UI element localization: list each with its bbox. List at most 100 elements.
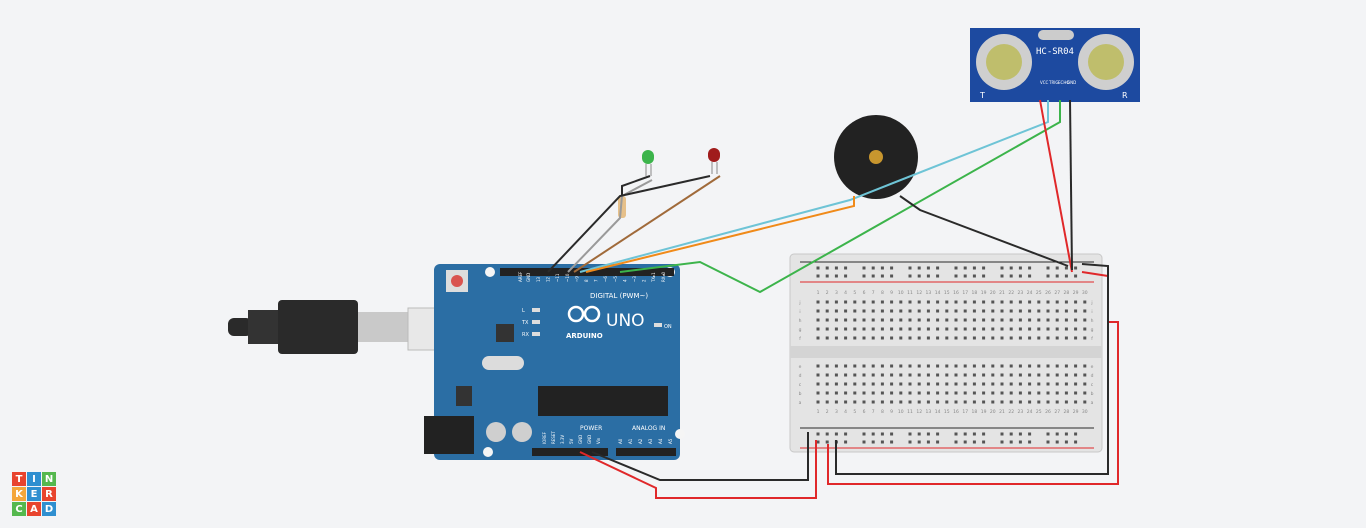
bb-col-18: 18 [972, 409, 978, 415]
crystal [482, 356, 524, 370]
on-led-label: ON [664, 324, 672, 330]
bb-col-17: 17 [962, 290, 968, 296]
bb-col-14: 14 [935, 409, 941, 415]
analog-pin-label: A2 [638, 438, 643, 444]
bb-col-18: 18 [972, 290, 978, 296]
power-pin-label: GND [578, 435, 583, 444]
power-pin-label: RESET [551, 431, 556, 444]
bb-col-3: 3 [835, 290, 838, 296]
logo-letter-7: C [12, 502, 26, 516]
bb-row-i: i [1091, 309, 1092, 315]
bb-col-11: 11 [907, 409, 913, 415]
wire-gray-led [567, 179, 653, 273]
wire-red-5v [579, 440, 817, 499]
bb-row-c: c [799, 383, 802, 388]
digital-pin-label: 13 [536, 276, 541, 282]
digital-label: DIGITAL (PWM~) [590, 292, 648, 300]
bb-col-6: 6 [863, 290, 866, 296]
bb-col-23: 23 [1018, 409, 1024, 415]
wire-orange-buzzer [585, 196, 855, 273]
usb-chip [496, 324, 514, 342]
power-label: POWER [580, 425, 602, 432]
bb-row-b: b [799, 391, 802, 397]
analog-pin-label: A1 [628, 438, 633, 444]
wire-black-gnd [1069, 99, 1073, 271]
power-jack[interactable] [424, 416, 474, 454]
center-channel [790, 346, 1102, 358]
bb-col-5: 5 [853, 290, 856, 296]
bb-row-i: i [799, 309, 800, 315]
bb-row-a: a [799, 401, 802, 406]
breadboard[interactable]: 1122334455667788991010111112121313141415… [789, 253, 1103, 453]
bb-col-15: 15 [944, 290, 950, 296]
digital-pin-label: 2 [642, 279, 647, 282]
bb-row-j: j [798, 300, 800, 306]
bb-row-g: g [1091, 328, 1094, 333]
bb-col-21: 21 [999, 290, 1005, 296]
bb-col-16: 16 [953, 290, 959, 296]
bb-col-23: 23 [1018, 290, 1024, 296]
bb-row-g: g [799, 328, 802, 333]
green-led[interactable] [642, 150, 654, 176]
red-led[interactable] [708, 148, 720, 174]
analog-pin-label: A3 [648, 438, 653, 444]
analog-pin-label: A5 [668, 438, 673, 444]
power-header [532, 448, 608, 456]
digital-pin-label: 4 [622, 279, 627, 282]
bb-row-f: f [799, 336, 801, 342]
usb-cable[interactable] [228, 300, 469, 354]
capacitor-1 [486, 422, 506, 442]
wire-black-resistor [621, 175, 651, 196]
sensor-t: T [979, 91, 985, 100]
arduino-board[interactable]: DIGITAL (PWM~) ARDUINO UNO ON POWER ANAL… [424, 264, 685, 460]
bb-col-14: 14 [935, 290, 941, 296]
bb-col-9: 9 [890, 409, 893, 415]
wire-black-led [547, 175, 711, 273]
bb-col-12: 12 [916, 290, 922, 296]
sensor-pin-trig: TRIG [1048, 80, 1059, 85]
logo-letter-6: R [42, 487, 56, 501]
bb-row-d: d [799, 373, 802, 379]
bb-col-21: 21 [999, 409, 1005, 415]
bb-col-24: 24 [1027, 409, 1033, 415]
bb-row-c: c [1091, 383, 1094, 388]
digital-pin-label: ~6 [603, 276, 608, 282]
analog-header [616, 448, 676, 456]
digital-pin-label: ~10 [565, 273, 570, 282]
capacitor-2 [512, 422, 532, 442]
bb-col-6: 6 [863, 409, 866, 415]
ultrasonic-sensor[interactable]: HC-SR04 T R VCC TRIG ECHO GND [970, 28, 1140, 102]
bb-col-9: 9 [890, 290, 893, 296]
logo-letter-1: T [12, 472, 26, 486]
gnd-pin-label: GND [526, 273, 531, 282]
bb-col-2: 2 [826, 290, 829, 296]
bb-col-16: 16 [953, 409, 959, 415]
bb-col-1: 1 [817, 409, 820, 415]
bb-col-28: 28 [1064, 290, 1070, 296]
logo-letter-2: I [27, 472, 41, 486]
digital-pin-label: RX◂0 [661, 271, 666, 282]
digital-pin-label: 8 [584, 279, 589, 282]
bb-col-5: 5 [853, 409, 856, 415]
bb-col-30: 30 [1082, 409, 1088, 415]
bb-col-27: 27 [1054, 290, 1060, 296]
analog-pin-label: A0 [618, 438, 623, 444]
atmega-chip [538, 386, 668, 416]
piezo-buzzer[interactable] [834, 115, 918, 199]
bb-col-28: 28 [1064, 409, 1070, 415]
bb-col-13: 13 [926, 290, 932, 296]
bb-col-7: 7 [872, 290, 875, 296]
bb-col-24: 24 [1027, 290, 1033, 296]
sensor-pin-echo: ECHO [1058, 80, 1069, 85]
bb-col-15: 15 [944, 409, 950, 415]
bb-col-4: 4 [844, 290, 847, 296]
bb-row-e: e [799, 365, 802, 370]
status-led-label: L [522, 308, 525, 314]
wire-black-buzzer [899, 195, 1069, 267]
power-pin-label: Vin [596, 437, 601, 444]
bb-row-f: f [1091, 336, 1093, 342]
arduino-logo [567, 305, 601, 323]
bb-col-30: 30 [1082, 290, 1088, 296]
bb-row-d: d [1091, 373, 1094, 379]
